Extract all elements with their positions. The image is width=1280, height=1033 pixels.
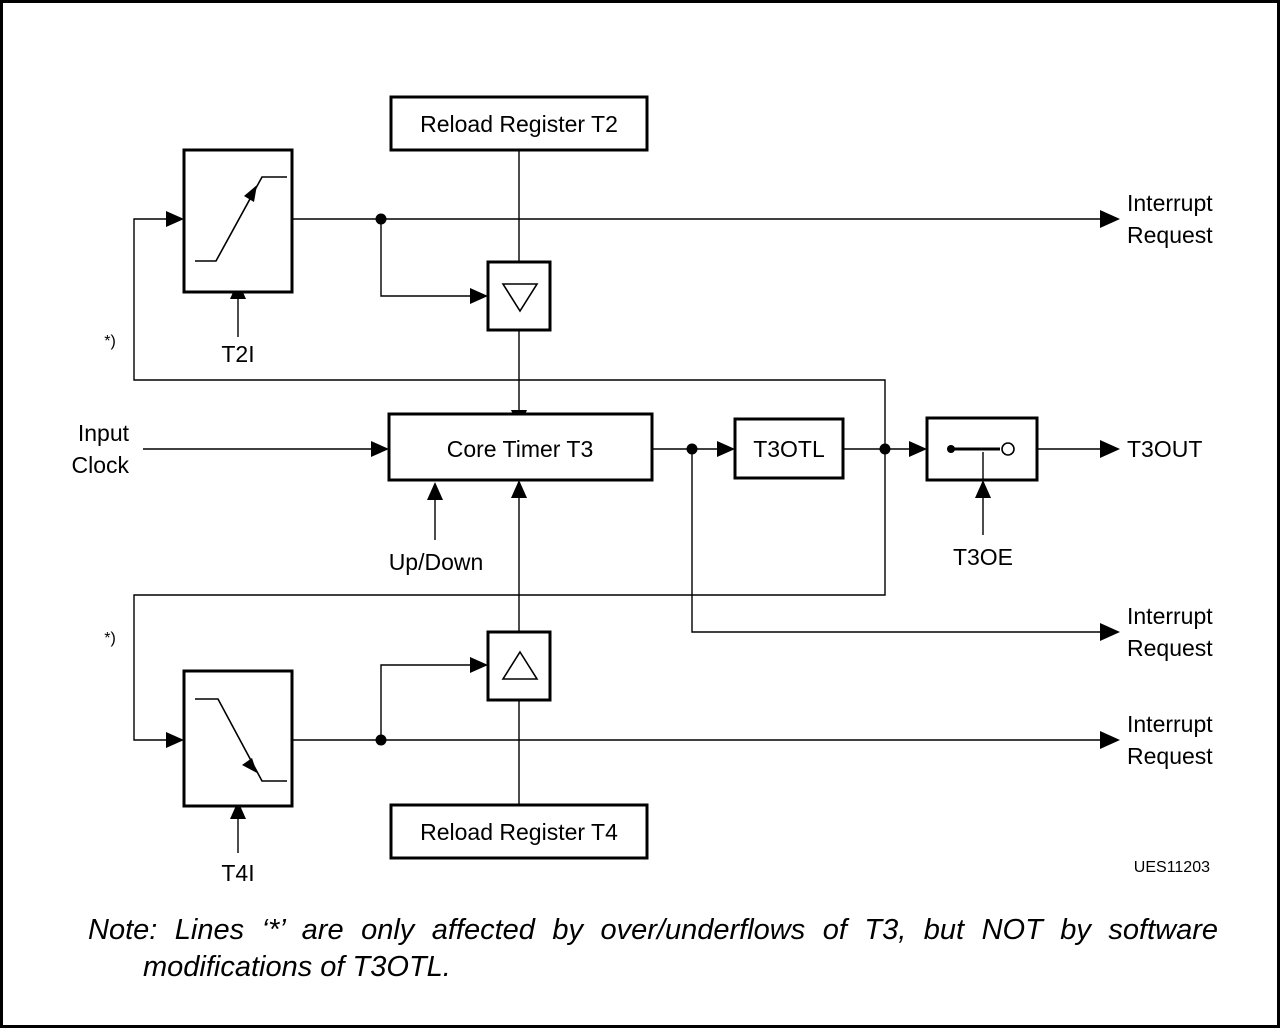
output-switch-block <box>925 416 1039 482</box>
junction-dots <box>375 213 891 746</box>
interrupt-label: Interrupt <box>1127 190 1213 216</box>
reload-register-t2-label: Reload Register T2 <box>420 111 618 137</box>
interrupt-request-1: Interrupt Request <box>1127 190 1213 248</box>
falling-edge-icon <box>242 758 257 773</box>
t3oe-label: T3OE <box>953 544 1013 570</box>
request-label: Request <box>1127 743 1213 769</box>
underflow-reload-block <box>486 260 552 332</box>
t3otl-block: T3OTL <box>733 417 845 480</box>
t4-edge-detector-block <box>182 669 294 808</box>
up-triangle-icon <box>501 650 539 680</box>
request-label: Request <box>1127 635 1213 661</box>
reload-register-t2-block: Reload Register T2 <box>389 95 649 152</box>
rising-edge-icon <box>244 185 257 202</box>
reload-register-t4-block: Reload Register T4 <box>389 803 649 860</box>
request-label: Request <box>1127 222 1213 248</box>
star-label-bottom: *) <box>104 630 116 647</box>
reload-register-t4-label: Reload Register T4 <box>420 819 618 845</box>
t4i-label: T4I <box>221 860 254 886</box>
arrow-heads <box>166 210 1120 819</box>
interrupt-label: Interrupt <box>1127 603 1213 629</box>
figure-note: Note: Lines ‘*’ are only affected by ove… <box>88 914 1218 983</box>
core-timer-t3-block: Core Timer T3 <box>387 412 654 482</box>
connection-lines <box>133 150 1104 853</box>
up-down-label: Up/Down <box>389 549 484 575</box>
input-label: Input <box>78 420 130 446</box>
t3otl-label: T3OTL <box>753 436 825 462</box>
interrupt-request-2: Interrupt Request <box>1127 603 1213 661</box>
figure-id: UES11203 <box>1134 859 1210 876</box>
star-label-top: *) <box>104 333 116 350</box>
t3out-label: T3OUT <box>1127 436 1202 462</box>
t2-edge-detector-block <box>182 148 294 294</box>
clock-label: Clock <box>71 452 129 478</box>
core-timer-t3-label: Core Timer T3 <box>447 436 594 462</box>
interrupt-request-3: Interrupt Request <box>1127 711 1213 769</box>
down-triangle-icon <box>501 283 539 313</box>
overflow-reload-block <box>486 630 552 702</box>
t2i-label: T2I <box>221 341 254 367</box>
interrupt-label: Interrupt <box>1127 711 1213 737</box>
